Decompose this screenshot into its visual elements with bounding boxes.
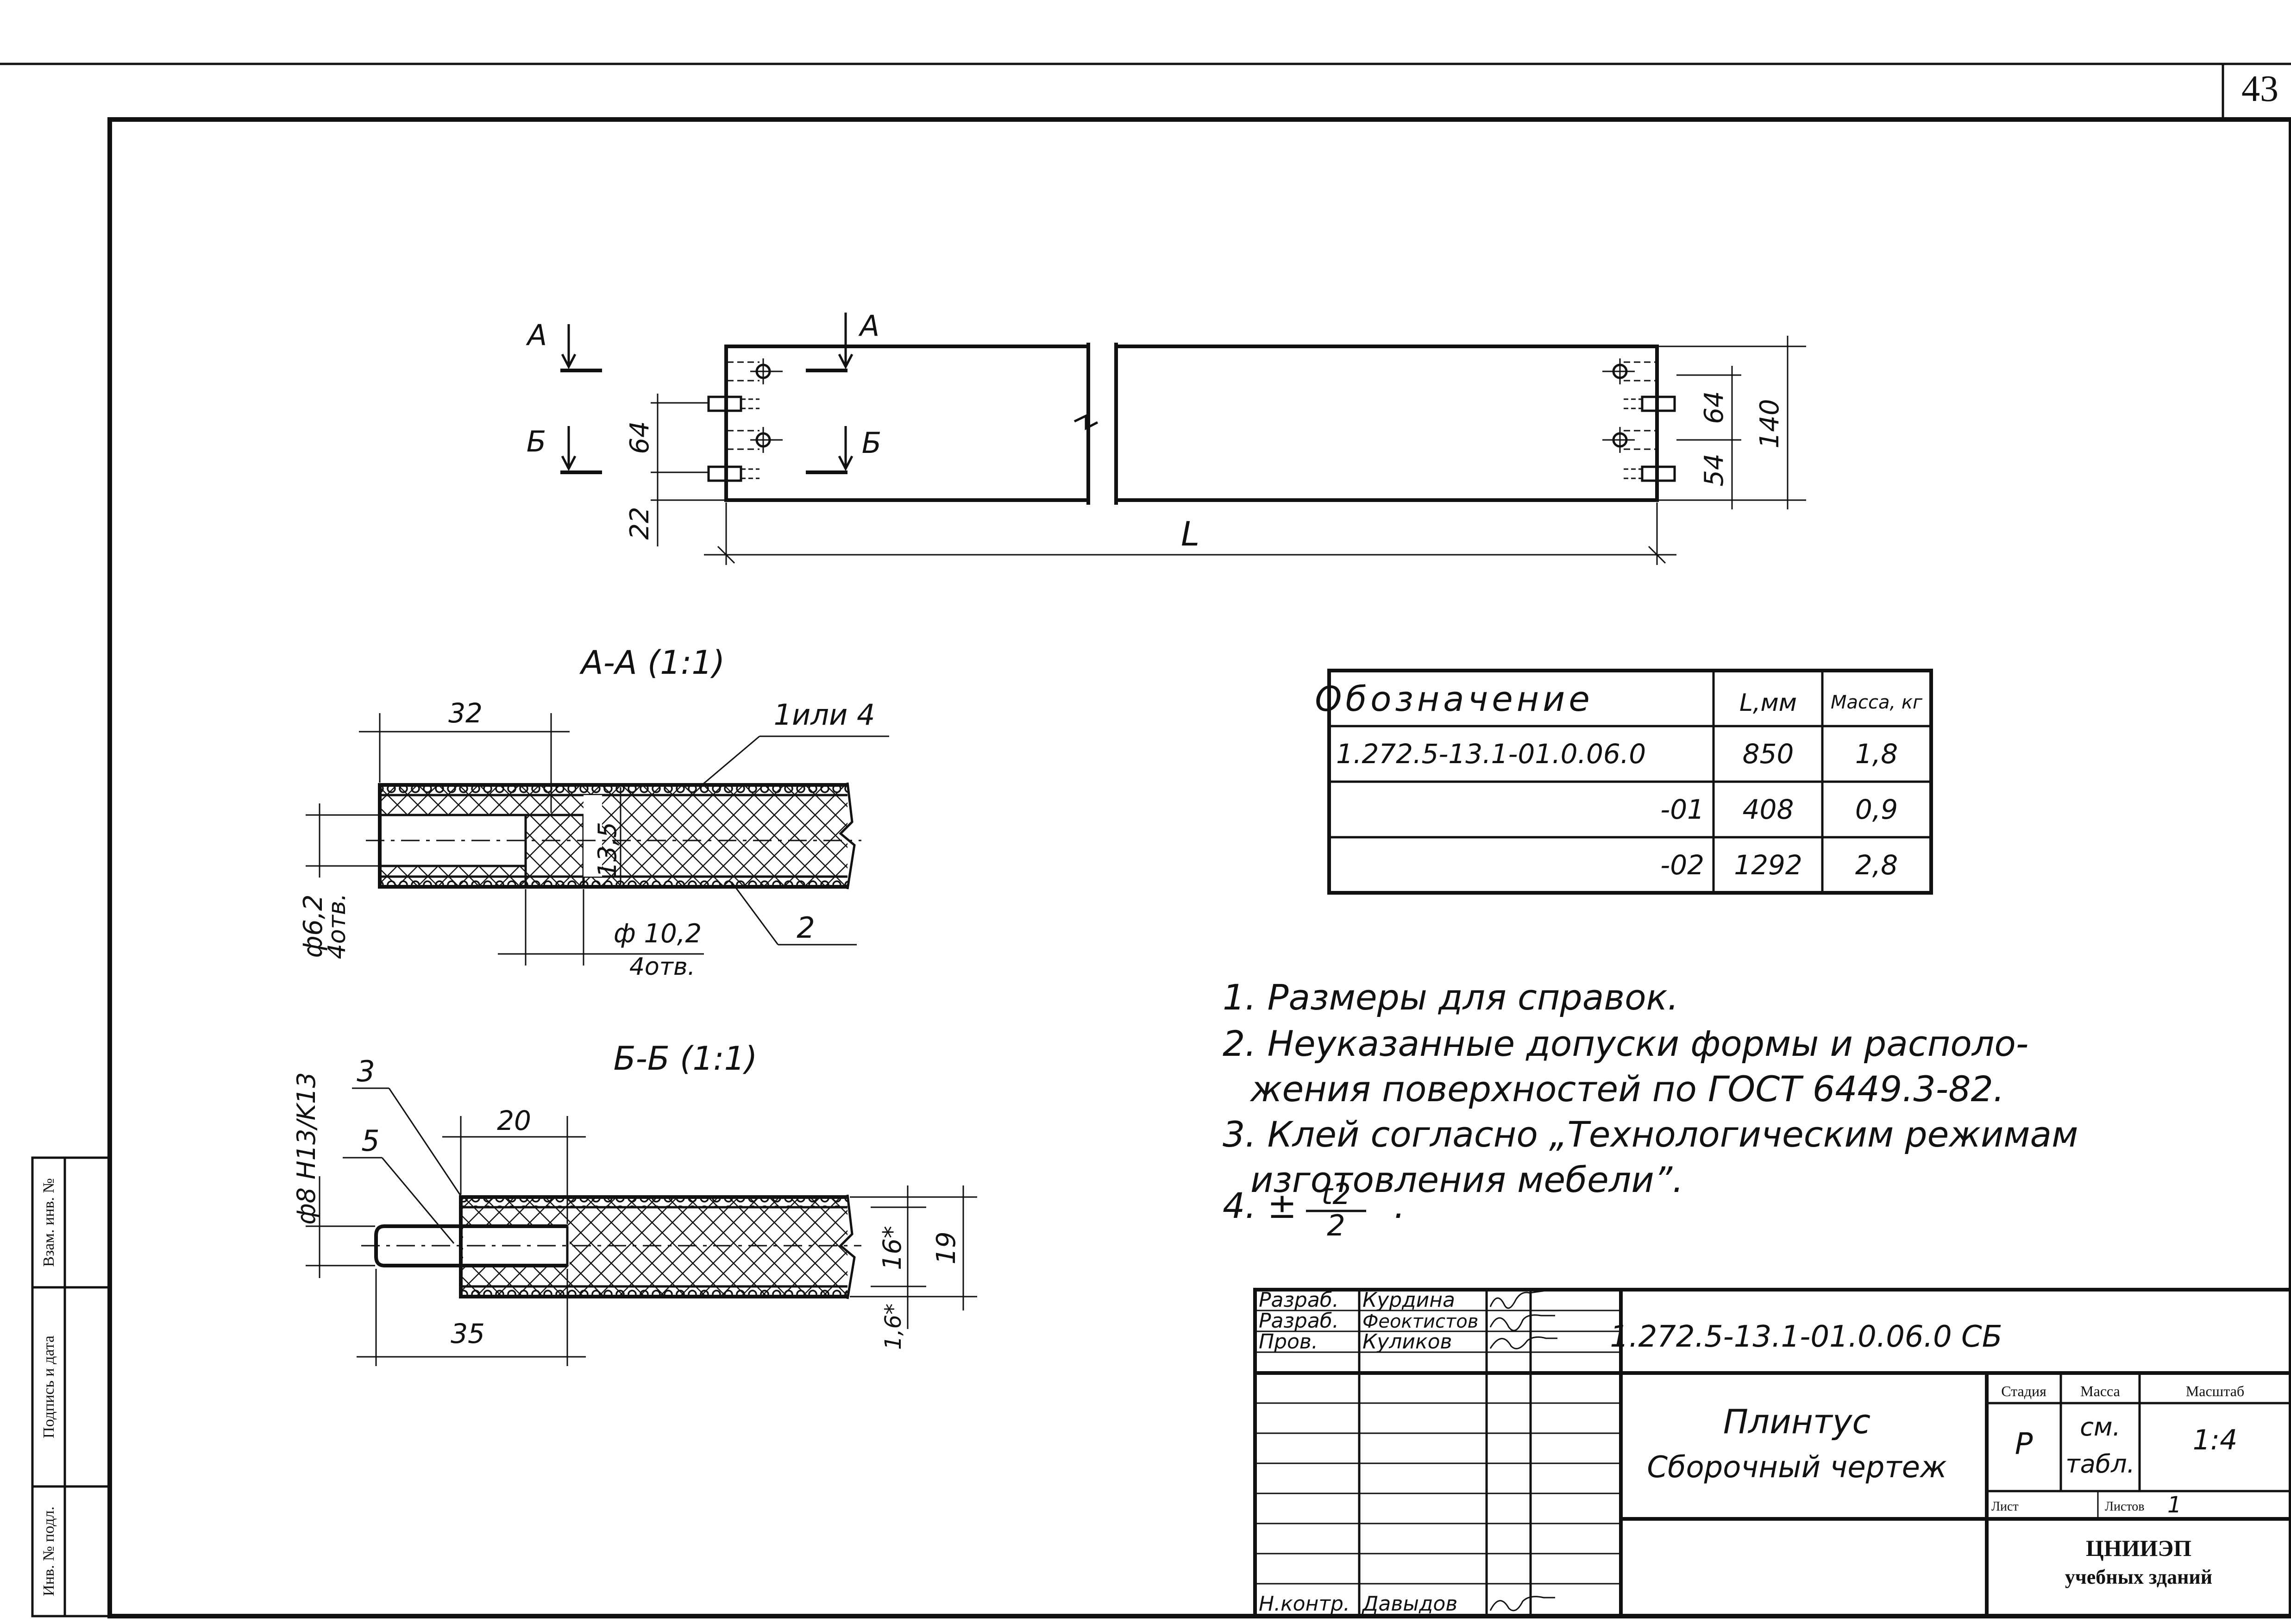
note-4-period: .: [1394, 1185, 1405, 1226]
cut-mark-a-left: А: [526, 318, 547, 352]
signatures: [1489, 1290, 1557, 1611]
role-checker: Пров.: [1259, 1330, 1318, 1354]
dim-54-right: 54: [1699, 453, 1729, 486]
title-block: Разраб. Разраб. Пров. Н.контр. Курдина Ф…: [1253, 1288, 2291, 1618]
table-header-mass: Масса, кг: [1831, 692, 1923, 713]
name-kulikov: Куликов: [1362, 1330, 1452, 1354]
callout-1-or-4: 1или 4: [774, 698, 875, 732]
dim-32: 32: [448, 697, 483, 729]
right-holes: [1602, 358, 1676, 482]
drawing-designation: 1.272.5-13.1-01.0.06.0 СБ: [1610, 1320, 2002, 1354]
dim-140-right: 140: [1755, 399, 1785, 449]
hole-small-count: 4отв.: [323, 893, 351, 959]
dim-length-l: L: [1181, 514, 1199, 553]
sheet-frame: 43: [0, 63, 2291, 1618]
hole-small-dia: ф6,2: [298, 895, 328, 958]
section-bb: Б-Б (1:1) 3 5 20 35 ф8 H13/K13: [292, 1040, 977, 1366]
dim-1-6-star: 1,6*: [880, 1304, 906, 1350]
product-name: Плинтус: [1723, 1402, 1870, 1441]
note-1: 1. Размеры для справок.: [1223, 977, 1679, 1018]
dim-22-left: 22: [625, 507, 655, 539]
plan-right-dims: 64 54 140: [1658, 336, 1806, 509]
organization-name: ЦНИИЭП: [2086, 1535, 2191, 1561]
table-row-3-designation: -02: [1660, 849, 1704, 881]
table-row-3-length: 1292: [1734, 849, 1802, 881]
name-davydov: Давыдов: [1362, 1592, 1457, 1616]
table-row-3-mass: 2,8: [1855, 849, 1898, 881]
hole-large-count: 4отв.: [629, 953, 695, 981]
section-bb-title: Б-Б (1:1): [614, 1040, 758, 1078]
sheets-label: Листов: [2105, 1499, 2145, 1514]
plan-length-dim: L: [704, 502, 1676, 565]
table-row-2-designation: -01: [1660, 794, 1704, 825]
organization-subtitle: учебных зданий: [2065, 1566, 2212, 1588]
table-row-2-length: 408: [1743, 794, 1794, 825]
cut-mark-a-right: А: [858, 309, 879, 343]
stamp-signature-date: Подпись и дата: [40, 1336, 57, 1438]
note-3-line-2: изготовления мебели”.: [1250, 1159, 1683, 1200]
note-2-line-1: 2. Неуказанные допуски формы и располо-: [1223, 1023, 2028, 1064]
note-3-line-1: 3. Клей согласно „Технологическим режима…: [1223, 1114, 2078, 1155]
mass-value-line-2: табл.: [2065, 1449, 2135, 1479]
stamp-replacement-inv: Взам. инв. №: [40, 1178, 57, 1267]
cut-mark-b-left: Б: [527, 425, 546, 458]
note-4-numerator: t2: [1321, 1177, 1351, 1211]
table-header-length: L,мм: [1739, 689, 1797, 717]
section-aa-title: А-А (1:1): [579, 644, 725, 682]
note-4-prefix: 4. ±: [1223, 1185, 1297, 1226]
side-stamp: Взам. инв. № Подпись и дата Инв. № подл.: [31, 1156, 111, 1618]
name-feoktistov: Феоктистов: [1362, 1311, 1478, 1332]
dim-20: 20: [497, 1105, 531, 1136]
scale-header: Масштаб: [2186, 1383, 2244, 1399]
dim-64-right: 64: [1699, 391, 1729, 424]
role-developer-2: Разраб.: [1259, 1309, 1339, 1333]
left-holes: [707, 358, 783, 482]
name-kurdina: Курдина: [1362, 1288, 1455, 1312]
stage-value: Р: [2015, 1427, 2033, 1461]
role-norm-control: Н.контр.: [1259, 1592, 1350, 1616]
table-row-1-designation: 1.272.5-13.1-01.0.06.0: [1336, 738, 1646, 770]
sheet-label: Лист: [1991, 1499, 2019, 1514]
page-number: 43: [2241, 69, 2278, 109]
spec-table: Обозначение L,мм Масса, кг 1.272.5-13.1-…: [1315, 669, 1933, 895]
table-header-designation: Обозначение: [1315, 679, 1593, 719]
callout-5: 5: [361, 1124, 379, 1158]
note-4-denominator: 2: [1327, 1209, 1345, 1242]
dim-19: 19: [931, 1231, 961, 1264]
dim-16-star: 16*: [878, 1226, 907, 1270]
dim-13-5: 13,5: [593, 822, 622, 878]
table-row-1-mass: 1,8: [1855, 738, 1898, 770]
section-cut-marks: А А Б Б: [526, 309, 882, 474]
callout-2: 2: [797, 911, 815, 945]
cut-mark-b-right: Б: [862, 426, 882, 460]
table-row-2-mass: 0,9: [1855, 794, 1898, 825]
section-aa: А-А (1:1) 32 1или 4 2 13,5: [298, 644, 889, 981]
dowel-dia-fit: ф8 H13/K13: [292, 1072, 321, 1224]
dim-64-left: 64: [625, 421, 655, 454]
plan-view: А А Б Б 64 22: [526, 309, 1806, 565]
scale-value: 1:4: [2193, 1424, 2238, 1456]
notes: 1. Размеры для справок. 2. Неуказанные д…: [1223, 977, 2078, 1242]
dim-35: 35: [451, 1318, 485, 1349]
note-2-line-2: жения поверхностей по ГОСТ 6449.3-82.: [1249, 1068, 2004, 1110]
drawing-type: Сборочный чертеж: [1647, 1450, 1947, 1485]
mass-header: Масса: [2080, 1383, 2120, 1399]
stage-header: Стадия: [2001, 1383, 2046, 1399]
plan-left-dims: 64 22: [625, 394, 726, 546]
callout-3: 3: [357, 1054, 375, 1088]
sheets-value: 1: [2167, 1492, 2182, 1518]
stamp-original-inv: Инв. № подл.: [40, 1506, 57, 1596]
hole-large-dia: ф 10,2: [614, 919, 702, 949]
role-developer-1: Разраб.: [1259, 1288, 1339, 1312]
table-row-1-length: 850: [1743, 738, 1794, 770]
mass-value-line-1: см.: [2080, 1412, 2121, 1442]
